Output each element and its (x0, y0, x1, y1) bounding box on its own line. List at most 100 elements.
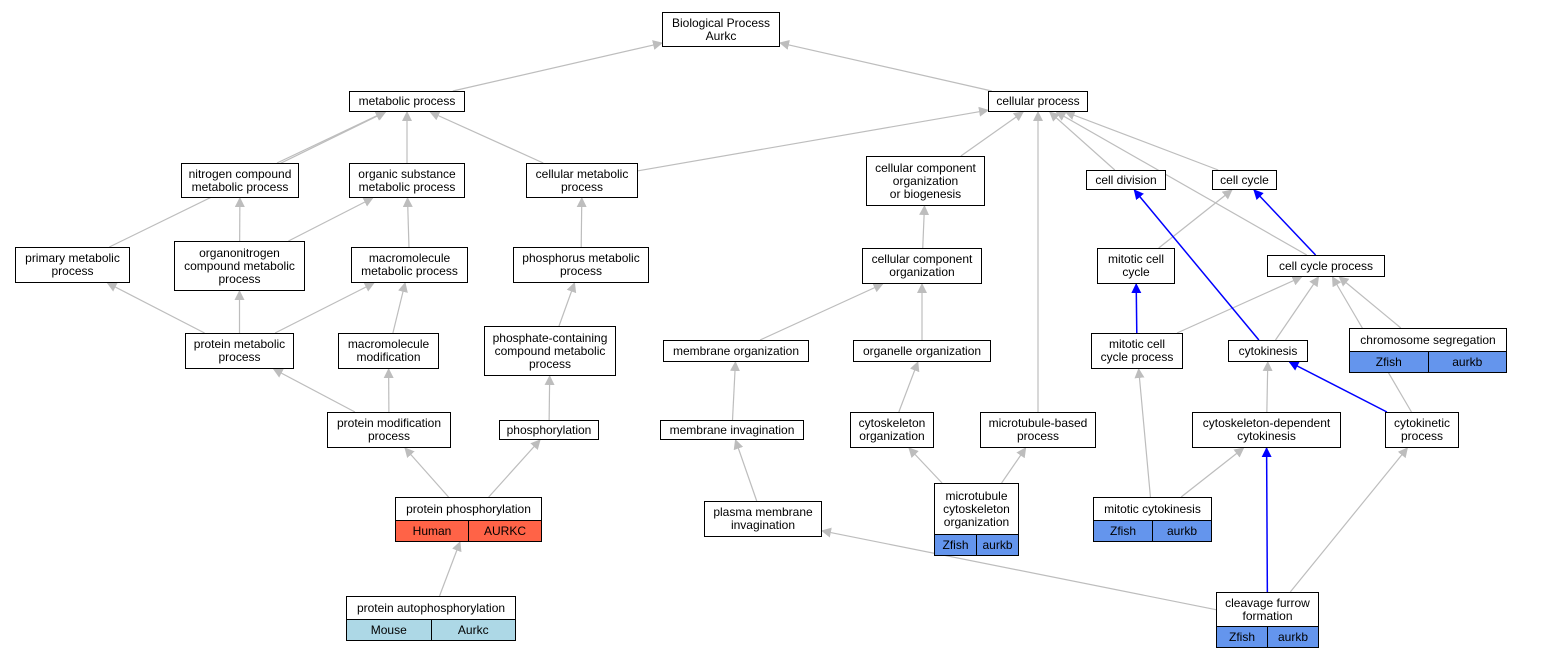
node-phosphorus-metabolic-process[interactable]: phosphorus metabolic process (513, 247, 649, 283)
species-cell: Human (396, 521, 468, 541)
node-cell-cycle-process[interactable]: cell cycle process (1267, 255, 1385, 277)
node-label: mitotic cell cycle process (1100, 337, 1174, 364)
edge-pmod-to-prmp (272, 368, 356, 413)
node-label: nitrogen compound metabolic process (188, 166, 292, 194)
node-membrane-organization[interactable]: membrane organization (663, 340, 809, 362)
node-label: membrane invagination (669, 422, 795, 437)
node-label: protein phosphorylation (406, 501, 531, 516)
edge-mp-to-bp (452, 40, 663, 92)
node-biological-process[interactable]: Biological Process Aurkc (662, 12, 780, 47)
edge-ccob-to-cp (960, 111, 1024, 157)
node-cytokinesis[interactable]: cytokinesis (1228, 340, 1308, 362)
edge-ckp-to-cyt (1288, 361, 1388, 413)
node-macromolecule-metabolic-process[interactable]: macromolecule metabolic process (351, 247, 468, 283)
edge-ccp-to-cc (1253, 189, 1317, 256)
edge-cff-to-pmi (821, 527, 1217, 611)
gene-cell: aurkb (1267, 627, 1318, 647)
node-organelle-organization[interactable]: organelle organization (853, 340, 991, 362)
edge-mccp-to-mcc (1131, 283, 1142, 334)
node-label: phosphorus metabolic process (522, 251, 640, 278)
gene-cell: AURKC (468, 521, 541, 541)
edge-cc-to-cp (1064, 110, 1219, 171)
node-phosphorylation[interactable]: phosphorylation (499, 420, 599, 440)
node-cellular-component-organization-or-biogenesis[interactable]: cellular component organization or bioge… (866, 156, 985, 206)
node-label: macromolecule modification (347, 337, 430, 364)
node-cytoskeleton-organization[interactable]: cytoskeleton organization (850, 412, 934, 448)
edge-phmp-to-cmp (576, 197, 587, 248)
node-label: cellular metabolic process (535, 166, 629, 194)
node-primary-metabolic-process[interactable]: primary metabolic process (15, 247, 130, 283)
node-label: cleavage furrow formation (1225, 595, 1310, 623)
node-mitotic-cell-cycle[interactable]: mitotic cell cycle (1097, 248, 1175, 284)
node-label: chromosome segregation (1360, 332, 1496, 347)
node-cellular-metabolic-process[interactable]: cellular metabolic process (526, 163, 638, 198)
node-cellular-component-organization[interactable]: cellular component organization (862, 248, 982, 284)
edge-cd-to-cp (1049, 111, 1116, 171)
edge-prmp-to-pmp (106, 282, 205, 334)
edge-memi-to-memo (729, 361, 740, 421)
edge-cyt-to-ccp (1275, 276, 1320, 341)
edge-pap-to-pp (438, 541, 462, 597)
node-organonitrogen-compound-metabolic-process[interactable]: organonitrogen compound metabolic proces… (174, 241, 305, 291)
edge-cmp-to-mp (429, 111, 544, 164)
node-label: phosphate-containing compound metabolic … (492, 330, 608, 371)
node-organic-substance-metabolic-process[interactable]: organic substance metabolic process (349, 163, 465, 198)
node-label: protein metabolic process (193, 337, 286, 364)
node-cytokinetic-process[interactable]: cytokinetic process (1385, 412, 1459, 448)
species-cell: Zfish (1350, 352, 1428, 372)
node-label: phosphorylation (506, 422, 592, 437)
node-membrane-invagination[interactable]: membrane invagination (660, 420, 804, 440)
edge-pmi-to-memi (733, 439, 758, 502)
node-label: cytoskeleton-dependent cytokinesis (1202, 416, 1331, 443)
node-label: plasma membrane invagination (713, 505, 813, 532)
node-phosphate-containing-compound-metabolic-process[interactable]: phosphate-containing compound metabolic … (484, 326, 616, 376)
edge-cyt-to-cd (1133, 189, 1260, 341)
edge-prmp-to-mmp (274, 282, 375, 334)
node-label: primary metabolic process (25, 251, 120, 278)
node-plasma-membrane-invagination[interactable]: plasma membrane invagination (704, 501, 822, 537)
node-label: cell cycle process (1278, 258, 1374, 273)
edge-cp-to-bp (779, 40, 992, 92)
gene-cell: Aurkc (430, 620, 515, 640)
edge-mcso-to-mtbp (1001, 447, 1027, 484)
node-label: cellular component organization (871, 252, 973, 279)
node-microtubule-based-process[interactable]: microtubule-based process (980, 412, 1096, 448)
node-protein-modification-process[interactable]: protein modification process (327, 412, 451, 448)
node-macromolecule-modification[interactable]: macromolecule modification (338, 333, 439, 369)
node-cellular-process[interactable]: cellular process (988, 91, 1088, 112)
node-protein-metabolic-process[interactable]: protein metabolic process (185, 333, 294, 369)
node-label: Biological Process Aurkc (671, 15, 771, 43)
node-label: cellular component organization or bioge… (875, 160, 976, 201)
node-mitotic-cell-cycle-process[interactable]: mitotic cell cycle process (1091, 333, 1183, 369)
edge-ccp-to-cp (1055, 111, 1308, 256)
node-metabolic-process[interactable]: metabolic process (349, 91, 465, 112)
edge-mcc-to-cc (1158, 189, 1233, 249)
gene-cell: aurkb (1152, 521, 1211, 541)
node-microtubule-cytoskeleton-organization[interactable]: microtubule cytoskeleton organization Zf… (934, 483, 1019, 556)
edge-cco-to-ccob (919, 205, 930, 249)
node-nitrogen-compound-metabolic-process[interactable]: nitrogen compound metabolic process (181, 163, 299, 198)
node-cytoskeleton-dependent-cytokinesis[interactable]: cytoskeleton-dependent cytokinesis (1192, 412, 1341, 448)
edge-cs-to-ccp (1338, 276, 1402, 329)
node-label: cell cycle (1220, 172, 1269, 187)
edge-mck-to-cdc (1180, 447, 1245, 498)
edge-mm-to-mmp (392, 282, 408, 334)
edge-mcso-to-cso (908, 447, 943, 484)
edge-cff-to-ckp (1289, 447, 1408, 593)
node-label: cell division (1095, 172, 1157, 187)
node-cell-cycle[interactable]: cell cycle (1212, 170, 1277, 190)
node-cell-division[interactable]: cell division (1086, 170, 1166, 190)
edge-pp-to-pmod (404, 447, 449, 498)
edge-mccp-to-ccp (1176, 276, 1303, 334)
